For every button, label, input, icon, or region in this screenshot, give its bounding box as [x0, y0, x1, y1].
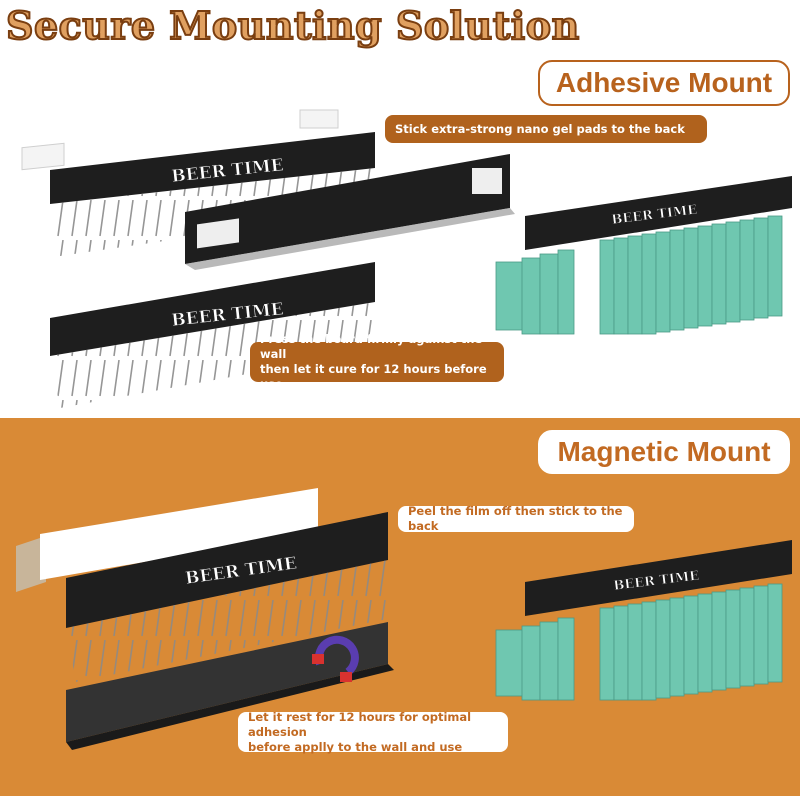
magnetic-mount-label: Magnetic Mount: [538, 430, 790, 474]
adhesive-callout-press-board: Press the board firmly against the wall …: [250, 332, 504, 391]
adhesive-mount-label: Adhesive Mount: [538, 60, 790, 106]
adhesive-board-with-coasters: [495, 176, 792, 335]
adhesive-board-2: [185, 154, 515, 270]
page-headline: Secure Mounting Solution: [5, 2, 580, 49]
callout-line: Press the board firmly against the wall: [260, 332, 483, 361]
magnetic-board-with-coasters: [495, 540, 792, 701]
callout-line: Let it rest for 12 hours for optimal adh…: [248, 709, 472, 739]
callout-text: Press the board firmly against the wall …: [260, 332, 494, 392]
callout-line: before applly to the wall and use: [248, 739, 463, 754]
callout-text: Stick extra-strong nano gel pads to the …: [395, 121, 685, 136]
adhesive-board-3: [50, 262, 380, 408]
callout-text: Let it rest for 12 hours for optimal adh…: [248, 710, 498, 755]
magnetic-board-1: [16, 488, 392, 682]
callout-line: then let it cure for 12 hours before use: [260, 362, 487, 391]
magnetic-callout-rest: Let it rest for 12 hours for optimal adh…: [238, 710, 508, 755]
magnetic-callout-peel-film: Peel the film off then stick to the back: [398, 504, 634, 533]
callout-text: Peel the film off then stick to the back: [408, 504, 623, 533]
magnet-icon: [312, 635, 359, 682]
adhesive-callout-gel-pads: Stick extra-strong nano gel pads to the …: [385, 115, 707, 143]
magnetic-board-2: [66, 622, 394, 750]
